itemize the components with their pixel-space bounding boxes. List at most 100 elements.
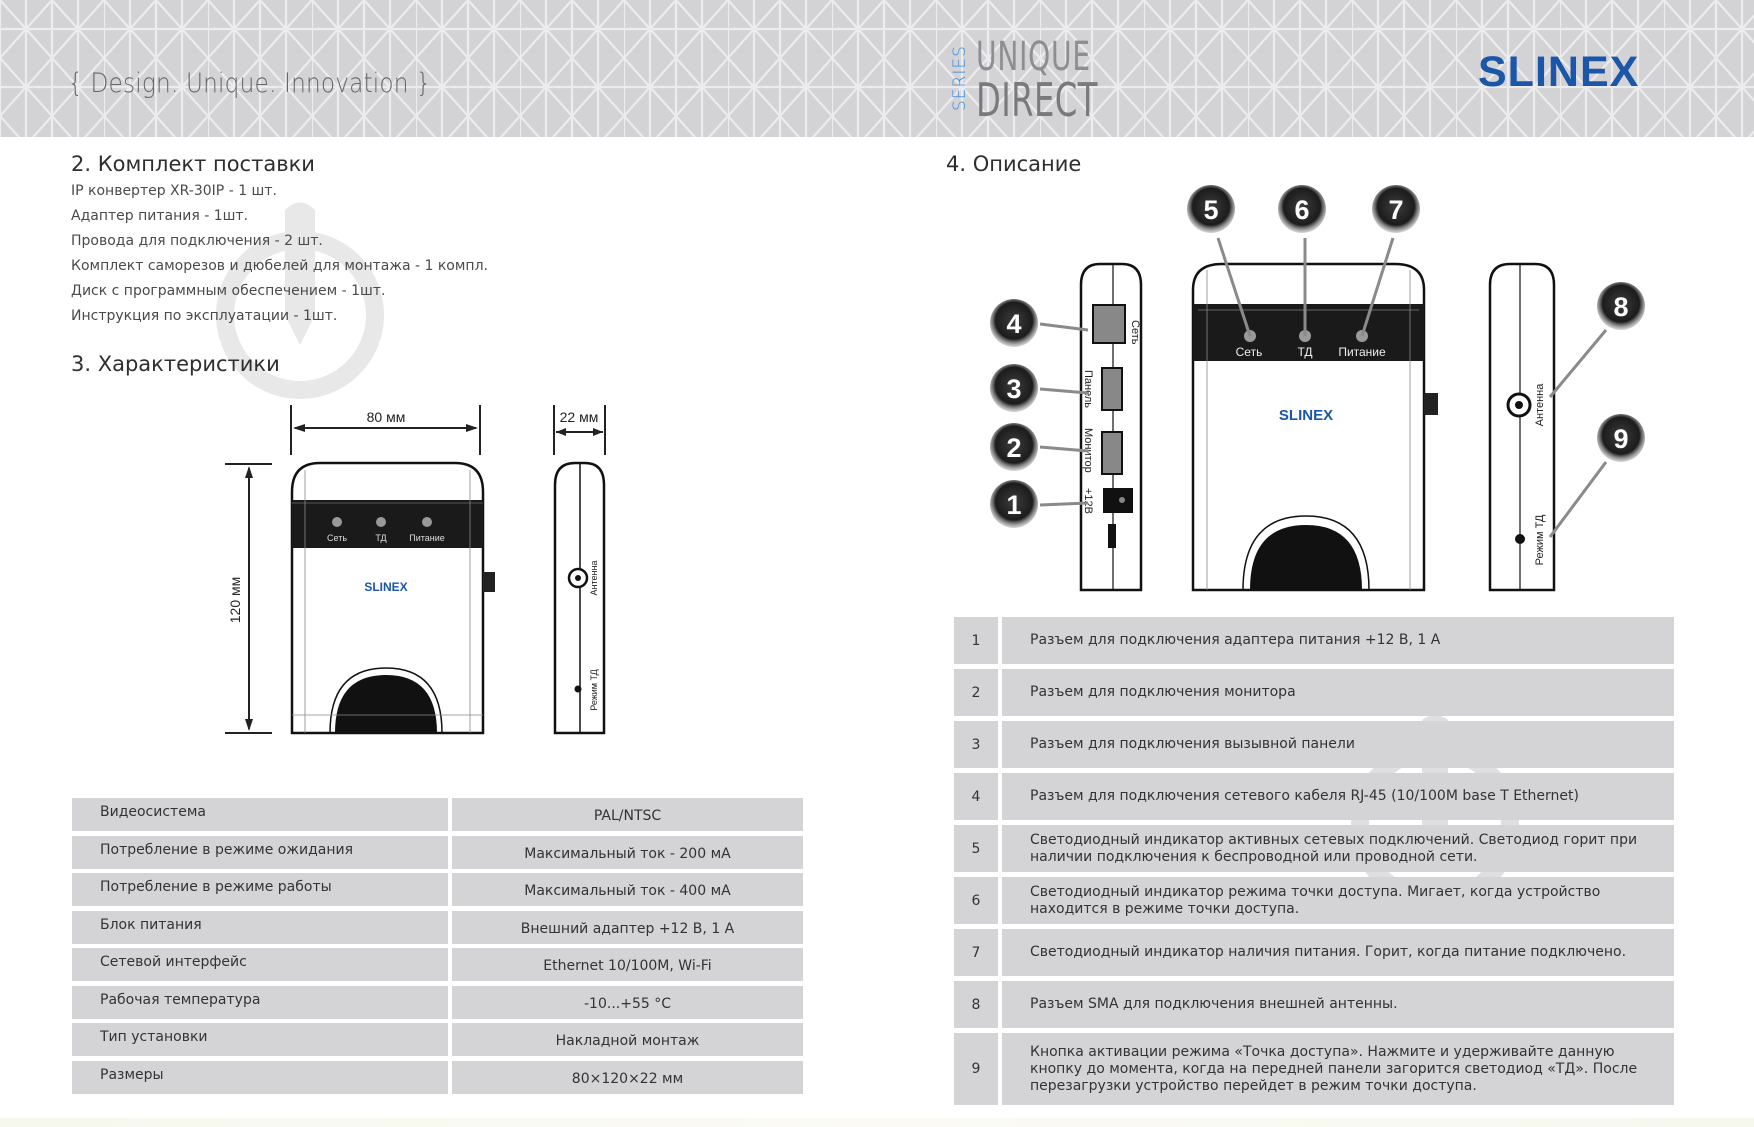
callout-9-icon: 9 (1613, 424, 1628, 454)
callout-1-icon: 1 (1006, 490, 1021, 520)
spec-key: Размеры (72, 1060, 448, 1094)
header-band: { Design. Unique. Innovation } SERIES UN… (0, 0, 1754, 137)
spec-key: Рабочая температура (72, 985, 448, 1019)
svg-text:Антенна: Антенна (589, 561, 599, 596)
row-text: Разъем для подключения сетевого кабеля R… (1002, 773, 1674, 820)
svg-text:Питание: Питание (1338, 345, 1386, 359)
spec-key: Потребление в режиме ожидания (72, 835, 448, 869)
row-number: 8 (954, 981, 998, 1028)
callout-4-icon: 4 (1006, 309, 1021, 339)
row-number: 9 (954, 1033, 998, 1105)
row-text: Кнопка активации режима «Точка доступа».… (1002, 1033, 1674, 1105)
callout-3-icon: 3 (1006, 374, 1021, 404)
svg-text:ТД: ТД (375, 533, 386, 543)
svg-text:Антенна: Антенна (1534, 383, 1546, 427)
callout-2-icon: 2 (1006, 433, 1021, 463)
kit-item: Комплект саморезов и дюбелей для монтажа… (71, 258, 488, 274)
row-text: Разъем для подключения монитора (1002, 669, 1674, 716)
svg-text:Питание: Питание (409, 533, 445, 543)
width-label: 80 мм (367, 409, 406, 425)
kit-title: 2. Комплект поставки (71, 152, 315, 176)
row-text: Разъем для подключения адаптера питания … (1002, 617, 1674, 664)
row-number: 1 (954, 617, 998, 664)
row-text: Светодиодный индикатор активных сетевых … (1002, 825, 1674, 872)
row-text: Разъем SMA для подключения внешней антен… (1002, 981, 1674, 1028)
depth-label: 22 мм (560, 409, 599, 425)
kit-list: IP конвертер XR-30IP - 1 шт. Адаптер пит… (71, 180, 488, 330)
device-logo: SLINEX (364, 580, 407, 594)
spec-key: Блок питания (72, 910, 448, 944)
height-label: 120 мм (227, 577, 243, 624)
row-number: 7 (954, 929, 998, 976)
device-logo: SLINEX (1279, 407, 1333, 424)
callout-6-icon: 6 (1294, 195, 1309, 225)
triangle-pattern (0, 0, 1754, 137)
series-unique: UNIQUE (976, 34, 1091, 80)
row-text: Светодиодный индикатор наличия питания. … (1002, 929, 1674, 976)
row-number: 5 (954, 825, 998, 872)
spec-value: Ethernet 10/100M, Wi-Fi (452, 948, 803, 981)
svg-text:Режим ТД: Режим ТД (589, 669, 599, 711)
spec-value: 80×120×22 мм (452, 1060, 803, 1094)
kit-item: Провода для подключения - 2 шт. (71, 233, 323, 249)
table-row: Рабочая температура-10...+55 °C (72, 985, 803, 1024)
row-number: 4 (954, 773, 998, 820)
spec-key: Потребление в режиме работы (72, 873, 448, 906)
spec-value: PAL/NTSC (452, 798, 803, 831)
description-diagram: Сеть Панель Монитор +12В Сеть ТД Питание… (990, 185, 1645, 592)
spec-value: Внешний адаптер +12 В, 1 А (452, 910, 803, 944)
kit-item: Диск с программным обеспечением - 1шт. (71, 283, 386, 299)
dimension-diagram: 80 мм 22 мм 120 мм Сеть ТД Питание SLINE… (225, 405, 606, 735)
spec-key: Сетевой интерфейс (72, 948, 448, 981)
callout-8-icon: 8 (1613, 292, 1628, 322)
tagline: { Design. Unique. Innovation } (68, 68, 432, 99)
svg-text:Сеть: Сеть (1129, 320, 1141, 345)
spec-key: Видеосистема (72, 798, 448, 831)
svg-text:+12В: +12В (1082, 488, 1094, 514)
row-number: 3 (954, 721, 998, 768)
spec-value: Максимальный ток - 200 мА (452, 835, 803, 869)
spec-value: -10...+55 °C (452, 985, 803, 1019)
description-title: 4. Описание (946, 152, 1082, 176)
svg-text:Сеть: Сеть (327, 533, 347, 543)
svg-text:Сеть: Сеть (1236, 345, 1263, 359)
kit-item: IP конвертер XR-30IP - 1 шт. (71, 183, 277, 199)
row-text: Разъем для подключения вызывной панели (1002, 721, 1674, 768)
brand-logo: SLINEX (1478, 48, 1640, 96)
kit-item: Инструкция по эксплуатации - 1шт. (71, 308, 338, 324)
specs-title: 3. Характеристики (71, 352, 280, 376)
kit-item: Адаптер питания - 1шт. (71, 208, 249, 224)
svg-text:ТД: ТД (1297, 345, 1312, 359)
page-bottom-edge (0, 1118, 1754, 1127)
spec-value: Максимальный ток - 400 мА (452, 873, 803, 906)
row-number: 2 (954, 669, 998, 716)
row-number: 6 (954, 877, 998, 924)
callout-7-icon: 7 (1388, 195, 1403, 225)
series-label: SERIES (950, 45, 970, 111)
svg-text:Режим ТД: Режим ТД (1534, 514, 1546, 565)
spec-key: Тип установки (72, 1023, 448, 1056)
row-text: Светодиодный индикатор режима точки дост… (1002, 877, 1674, 924)
spec-value: Накладной монтаж (452, 1023, 803, 1056)
svg-text:Панель: Панель (1082, 370, 1094, 408)
series-direct: DIRECT (976, 73, 1098, 127)
callout-5-icon: 5 (1203, 195, 1218, 225)
